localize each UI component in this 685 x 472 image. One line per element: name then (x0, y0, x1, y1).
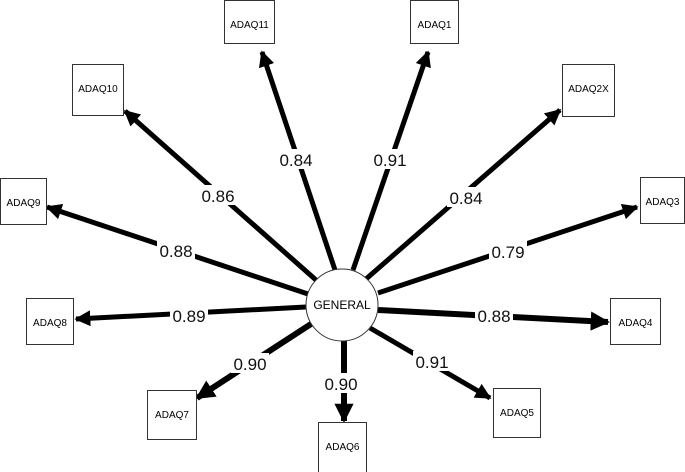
loading-label-background (489, 241, 527, 261)
indicator-label-adaq9: ADAQ9 (7, 198, 41, 209)
loading-value-adaq4: 0.88 (477, 307, 510, 326)
indicator-box (410, 0, 459, 44)
loading-value-adaq5: 0.91 (415, 353, 448, 372)
loading-label-group-adaq8: 0.89 (170, 305, 208, 326)
loading-label-group-adaq6: 0.90 (322, 373, 360, 394)
loading-value-adaq11: 0.84 (279, 151, 312, 170)
indicator-node-adaq1: ADAQ1 (410, 0, 459, 44)
indicator-label-adaq8: ADAQ8 (33, 318, 67, 329)
loading-label-group-adaq9: 0.88 (157, 240, 195, 261)
indicator-node-adaq2x: ADAQ2X (562, 64, 615, 117)
loading-label-background (475, 305, 513, 325)
indicator-node-adaq3: ADAQ3 (640, 177, 685, 224)
indicator-node-adaq9: ADAQ9 (0, 178, 47, 225)
loading-value-adaq7: 0.90 (233, 355, 266, 374)
indicator-node-adaq11: ADAQ11 (224, 0, 275, 44)
edge-label-group: 0.84 0.91 0.84 0.79 0.88 0.91 0.90 0.90 0.89 0.88… (157, 149, 527, 394)
loading-label-group-adaq5: 0.91 (413, 351, 451, 372)
loading-value-adaq10: 0.86 (201, 187, 234, 206)
indicator-node-adaq10: ADAQ10 (72, 64, 124, 116)
loading-label-background (157, 240, 195, 260)
indicator-label-adaq5: ADAQ5 (500, 408, 534, 419)
indicator-box (562, 64, 615, 117)
indicator-label-adaq10: ADAQ10 (78, 84, 118, 95)
indicator-label-adaq2x: ADAQ2X (568, 84, 609, 95)
indicator-label-adaq6: ADAQ6 (326, 442, 360, 453)
latent-factor-node: GENERAL (305, 268, 379, 342)
indicator-label-adaq1: ADAQ1 (418, 20, 452, 31)
loading-label-background (322, 373, 360, 393)
indicator-box (72, 64, 124, 116)
indicator-box (147, 390, 197, 440)
loading-label-group-adaq4: 0.88 (475, 305, 513, 326)
loading-label-group-adaq1: 0.91 (371, 149, 409, 170)
indicator-node-adaq6: ADAQ6 (318, 422, 367, 472)
loading-value-adaq8: 0.89 (172, 307, 205, 326)
indicator-node-adaq8: ADAQ8 (26, 298, 74, 345)
indicator-node-adaq7: ADAQ7 (147, 390, 197, 440)
edge-group (45, 50, 639, 423)
indicator-node-adaq5: ADAQ5 (493, 388, 541, 438)
loading-label-background (277, 149, 315, 169)
indicator-label-adaq11: ADAQ11 (230, 20, 269, 31)
loading-label-group-adaq10: 0.86 (199, 185, 237, 206)
indicator-label-adaq3: ADAQ3 (646, 197, 680, 208)
loading-label-background (371, 149, 409, 169)
latent-factor-label: GENERAL (313, 298, 371, 312)
indicator-box (640, 177, 685, 224)
loading-label-background (447, 187, 485, 207)
loading-label-background (170, 305, 208, 325)
loading-value-adaq9: 0.88 (159, 242, 192, 261)
indicator-label-adaq4: ADAQ4 (619, 318, 653, 329)
loading-label-background (231, 353, 269, 373)
indicator-box (224, 0, 275, 44)
loading-label-group-adaq7: 0.90 (231, 353, 269, 374)
indicator-box (318, 422, 367, 472)
loading-value-adaq6: 0.90 (324, 375, 357, 394)
indicator-box (610, 298, 661, 345)
loading-label-group-adaq11: 0.84 (277, 149, 315, 170)
latent-factor-circle (305, 268, 379, 342)
loading-value-adaq1: 0.91 (373, 151, 406, 170)
loading-label-background (413, 351, 451, 371)
indicator-node-adaq4: ADAQ4 (610, 298, 661, 345)
loading-value-adaq2x: 0.84 (449, 189, 482, 208)
indicator-box (0, 178, 47, 225)
loading-label-background (199, 185, 237, 205)
indicator-box (493, 388, 541, 438)
loading-label-group-adaq2x: 0.84 (447, 187, 485, 208)
indicator-box (26, 298, 74, 345)
indicator-label-adaq7: ADAQ7 (155, 410, 189, 421)
loading-value-adaq3: 0.79 (491, 243, 524, 262)
loading-label-group-adaq3: 0.79 (489, 241, 527, 262)
